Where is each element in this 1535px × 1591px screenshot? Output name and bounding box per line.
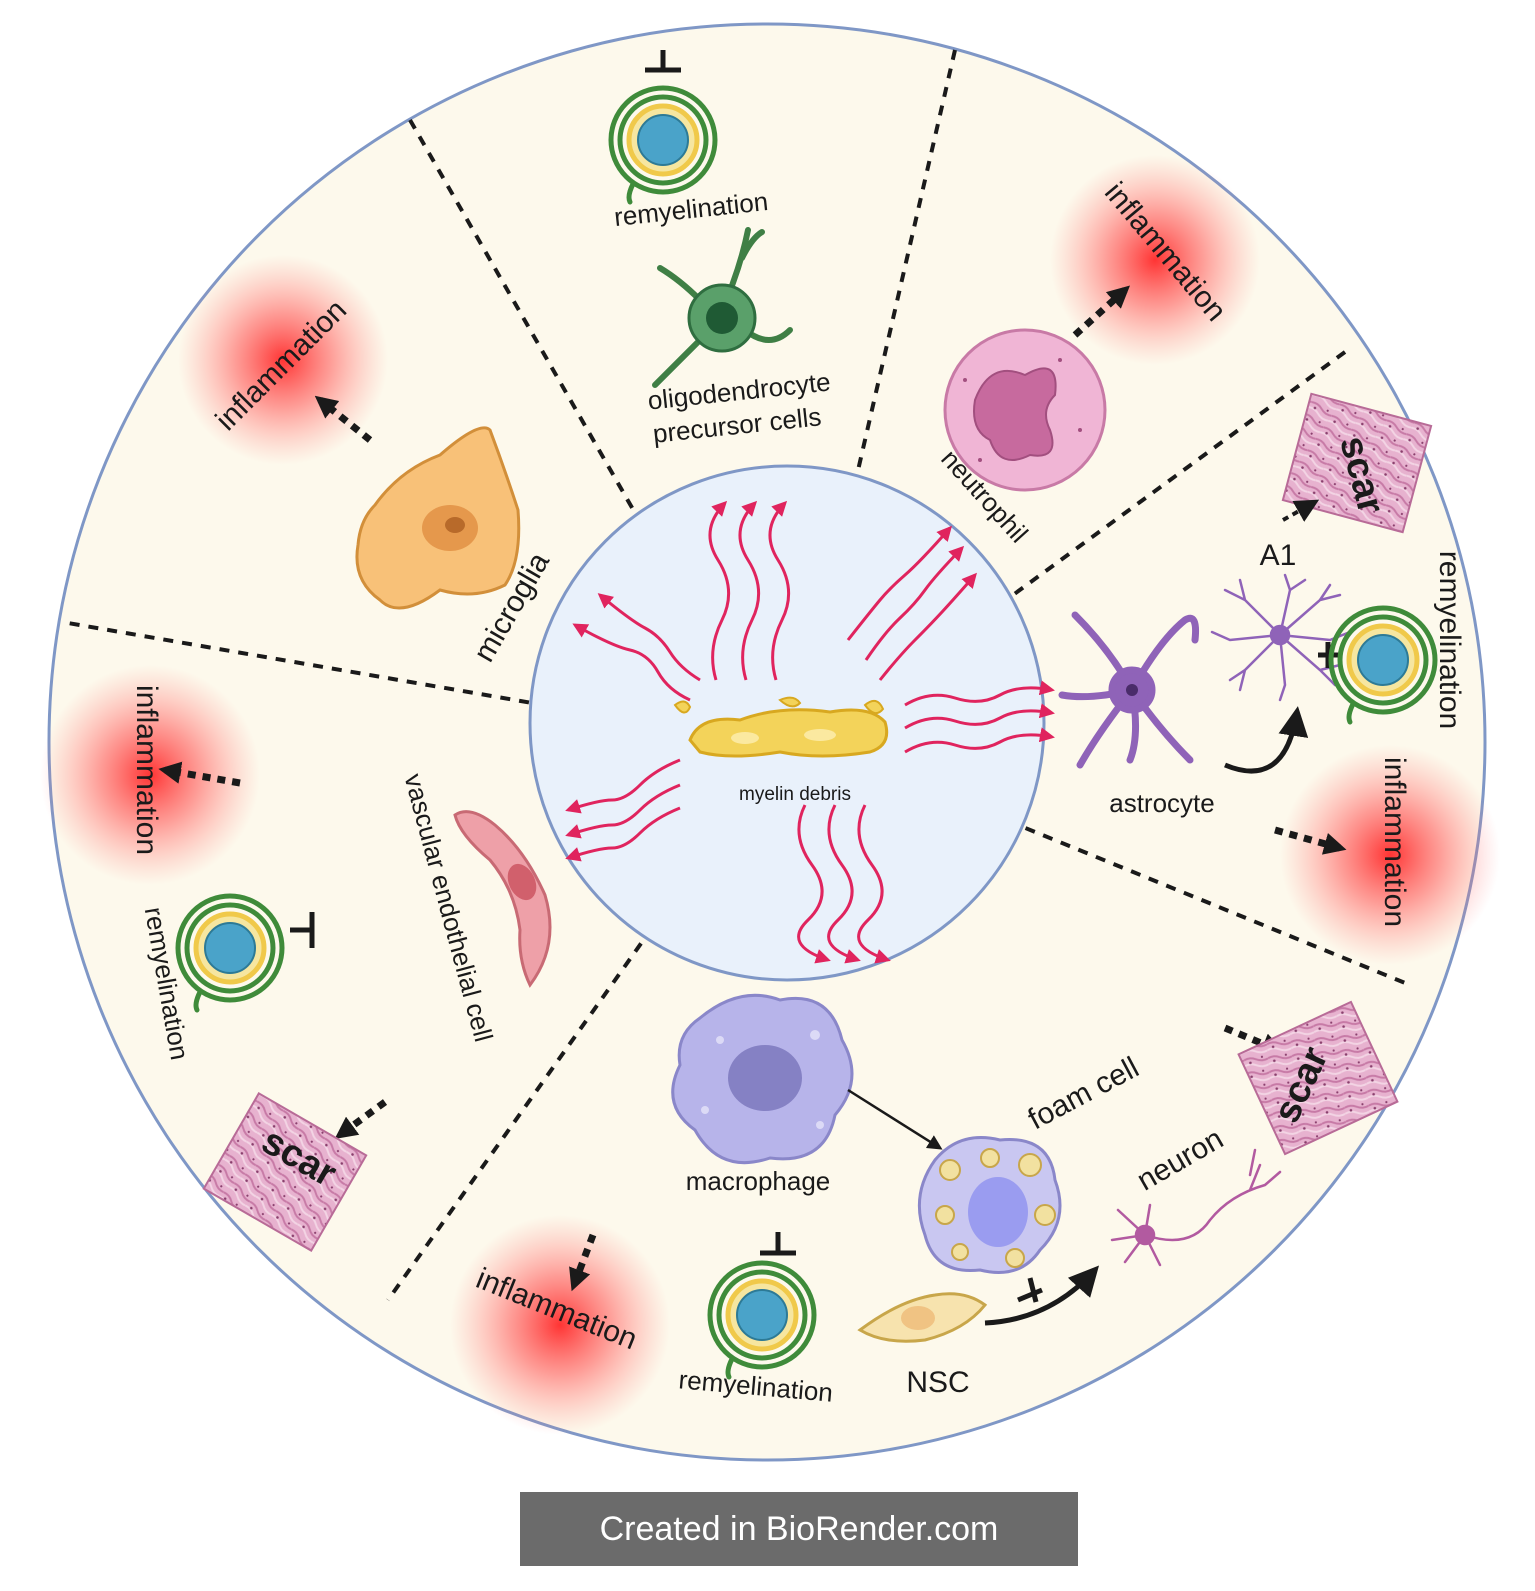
- macrophage-to-foam-cell-arrow: [847, 1088, 943, 1150]
- oligodendrocyte-precursor-cell-icon: [652, 227, 793, 388]
- signal-wave-arrows: [565, 500, 1055, 964]
- neutrophil-inflammation-arrow: [1072, 285, 1130, 338]
- myelin-debris-diagram: myelin debris remyelination oligodendroc…: [40, 22, 1500, 1462]
- endothelial-inflammation-arrow: [158, 761, 241, 787]
- nsc-to-neuron-arrow: [984, 1265, 1100, 1326]
- endothelial-scar-arrow: [334, 1099, 388, 1139]
- astrocyte-inflammation-arrow: [1274, 826, 1347, 855]
- astrocyte-label: astrocyte: [1109, 788, 1215, 818]
- myelin-debris-icon: [673, 696, 889, 758]
- macrophage-icon: [671, 993, 854, 1165]
- astrocyte-to-a1-arrow: [1224, 706, 1309, 774]
- neutrophil-icon: [943, 328, 1107, 492]
- microglia-icon: [355, 426, 521, 610]
- neuron-icon: [1110, 1148, 1282, 1267]
- macrophage-label: macrophage: [686, 1166, 831, 1196]
- inhibit-symbol: [645, 50, 681, 73]
- nsc-icon: [857, 1292, 988, 1343]
- vascular-endothelial-cell-icon: [453, 810, 552, 988]
- biorender-credit: Created in BioRender.com: [520, 1492, 1078, 1566]
- nsc-label: NSC: [906, 1366, 969, 1399]
- astrocyte-subtype-label: A1: [1260, 539, 1297, 572]
- endothelial-inflammation-label: inflammation: [130, 685, 163, 855]
- foam-cell-icon: [917, 1136, 1062, 1274]
- astrocyte-remyelination-label: remyelination: [1433, 551, 1466, 729]
- astrocyte-icon: [1058, 611, 1199, 769]
- endothelial-inhibit-symbol: [290, 912, 315, 948]
- macrophage-inhibit-symbol: [760, 1232, 796, 1256]
- nsc-inhibit-symbol: [1017, 1277, 1043, 1303]
- myelin-debris-label: myelin debris: [739, 784, 851, 805]
- astrocyte-inflammation-label: inflammation: [1378, 757, 1411, 927]
- a1-astrocyte-icon: [1210, 573, 1352, 702]
- microglia-inflammation-arrow: [314, 395, 373, 443]
